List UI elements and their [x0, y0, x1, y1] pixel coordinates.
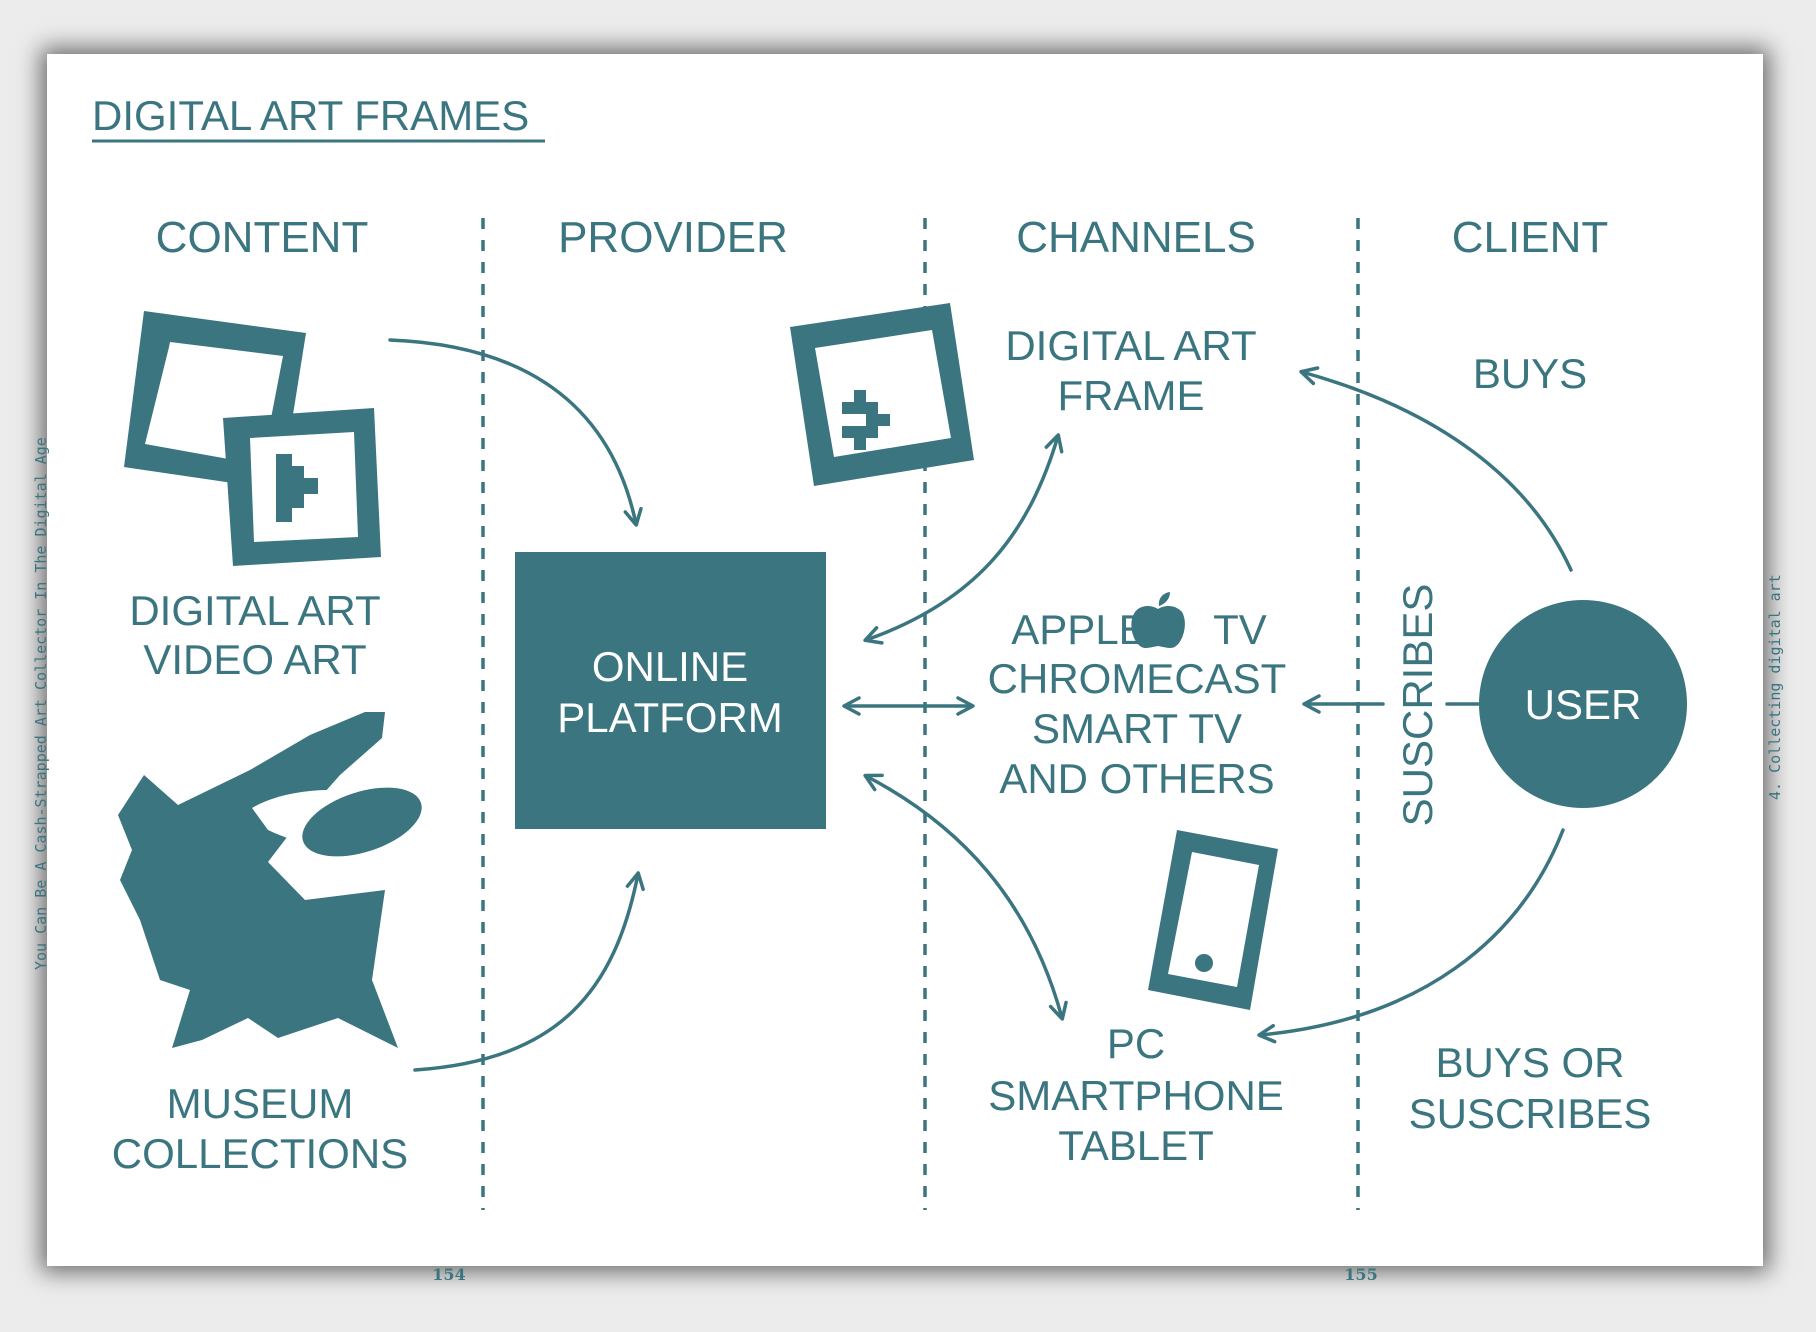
label-digital-art: DIGITAL ART — [129, 587, 380, 634]
arrow-digital-to-platform — [388, 338, 643, 527]
label-smart-tv: SMART TV — [1032, 705, 1242, 752]
arrow-platform-frame — [863, 433, 1064, 645]
museum-art-icon — [118, 712, 423, 1048]
page-number-left: 154 — [432, 1265, 465, 1284]
smartphone-icon — [1148, 830, 1278, 1010]
label-online: ONLINE — [592, 643, 748, 690]
label-platform: PLATFORM — [557, 694, 783, 741]
label-video-art: VIDEO ART — [143, 636, 366, 683]
frame-icon — [790, 303, 974, 486]
column-header-content: CONTENT — [156, 213, 369, 262]
label-collections: COLLECTIONS — [112, 1130, 408, 1177]
running-head-left: You Can Be A Cash-Strapped Art Collector… — [32, 437, 50, 970]
arrow-user-buys-devices — [1257, 828, 1565, 1044]
label-digital-art-frame-1: DIGITAL ART — [1005, 322, 1256, 369]
label-digital-art-frame-2: FRAME — [1058, 372, 1205, 419]
running-head-right: 4. Collecting digital art — [1766, 574, 1784, 800]
label-buys-or: BUYS OR — [1435, 1039, 1624, 1086]
label-museum: MUSEUM — [167, 1080, 354, 1127]
user-circle — [1479, 600, 1687, 808]
label-suscribes: SUSCRIBES — [1394, 584, 1441, 827]
label-user: USER — [1525, 681, 1642, 728]
column-header-channels: CHANNELS — [1016, 213, 1256, 262]
column-header-client: CLIENT — [1452, 213, 1608, 262]
apple-logo-icon — [1131, 592, 1185, 649]
label-and-others: AND OTHERS — [999, 755, 1274, 802]
art-icon — [124, 311, 381, 566]
online-platform-box — [515, 552, 826, 829]
label-pc: PC — [1107, 1020, 1165, 1067]
page — [47, 54, 1763, 1266]
label-tablet: TABLET — [1058, 1122, 1214, 1169]
label-apple: APPLE — [1011, 606, 1146, 653]
arrow-museum-to-platform — [413, 871, 645, 1072]
label-tv: TV — [1213, 606, 1267, 653]
arrow-platform-devices — [863, 773, 1068, 1021]
flow-arrows — [388, 338, 1573, 1072]
arrow-user-buys-frame — [1299, 366, 1573, 572]
label-buys-or-suscribes: SUSCRIBES — [1409, 1090, 1652, 1137]
page-title: DIGITAL ART FRAMES — [92, 92, 529, 139]
column-header-provider: PROVIDER — [558, 213, 788, 262]
label-buys: BUYS — [1473, 350, 1587, 397]
label-chromecast: CHROMECAST — [988, 655, 1287, 702]
page-number-right: 155 — [1344, 1265, 1377, 1284]
label-smartphone: SMARTPHONE — [988, 1072, 1284, 1119]
